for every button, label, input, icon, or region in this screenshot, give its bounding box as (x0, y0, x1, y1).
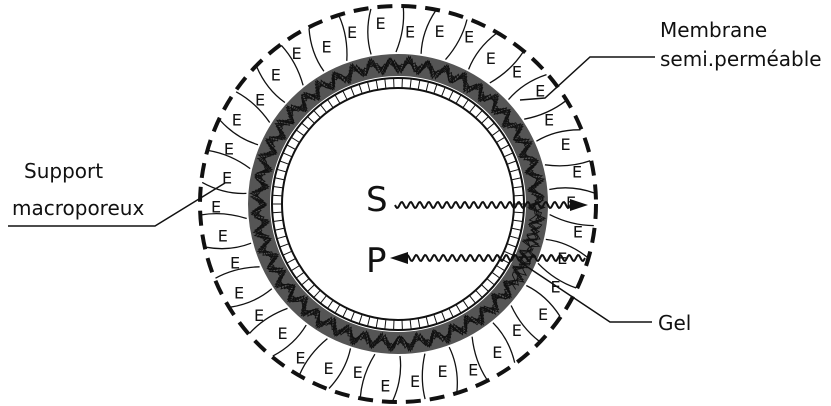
pore-wall (396, 7, 404, 52)
enzyme-label: E (405, 22, 415, 41)
enzyme-label: E (271, 66, 281, 85)
enzyme-label: E (291, 44, 301, 63)
semi-permeable-membrane (272, 78, 524, 330)
membrane-hatch (272, 212, 282, 213)
enzyme-label: E (544, 111, 554, 130)
enzyme-label: E (234, 284, 244, 303)
enzyme-label: E (438, 362, 448, 381)
pore-wall (201, 214, 246, 219)
pore-wall (368, 9, 371, 55)
support-label-line1: Support (24, 159, 103, 183)
membrane-label-line2: semi.perméable (660, 47, 822, 71)
pore-wall (536, 130, 580, 141)
enzyme-label: E (434, 22, 444, 41)
enzyme-label: E (277, 324, 287, 343)
enzyme-label: E (211, 197, 221, 216)
enzyme-label: E (321, 38, 331, 57)
enzyme-label: E (410, 372, 420, 391)
pore-wall (550, 215, 594, 226)
pore-wall (449, 347, 457, 392)
substrate-label: S (366, 180, 388, 220)
enzyme-label: E (492, 343, 502, 362)
pore-wall (393, 356, 401, 401)
enzyme-label: E (232, 110, 242, 129)
enzyme-label: E (224, 139, 234, 158)
membrane-hatch (514, 212, 524, 213)
support-label-line2: macroporeux (12, 196, 144, 220)
enzyme-label: E (380, 377, 390, 396)
enzyme-label: E (512, 63, 522, 82)
enzyme-label: E (353, 363, 363, 382)
enzyme-label: E (572, 163, 582, 182)
membrane-inner-wall (282, 88, 514, 320)
membrane-hatch (514, 195, 524, 196)
enzyme-label: E (573, 223, 583, 242)
pore-wall (339, 16, 347, 61)
enzyme-label: E (255, 91, 265, 110)
substrate-arrowhead (570, 199, 588, 211)
pore-wall (422, 354, 425, 400)
pore-wall (206, 243, 251, 248)
membrane-label-line1: Membrane (660, 18, 767, 42)
gel-label: Gel (658, 311, 691, 335)
pore-wall (545, 161, 590, 166)
enzyme-label: E (230, 253, 240, 272)
enzyme-label: E (218, 227, 228, 246)
enzyme-label: E (376, 14, 386, 33)
enzyme-label: E (486, 49, 496, 68)
enzyme-label: E (464, 27, 474, 46)
enzyme-label: E (254, 306, 264, 325)
product-label: P (366, 241, 387, 281)
enzyme-label: E (222, 169, 232, 188)
enzyme-label: E (512, 321, 522, 340)
enzyme-label: E (295, 349, 305, 368)
enzyme-label: E (561, 135, 571, 154)
enzyme-label: E (324, 359, 334, 378)
enzyme-label: E (468, 361, 478, 380)
enzyme-label: E (538, 305, 548, 324)
membrane-hatch (272, 195, 282, 196)
enzyme-label: E (347, 23, 357, 42)
